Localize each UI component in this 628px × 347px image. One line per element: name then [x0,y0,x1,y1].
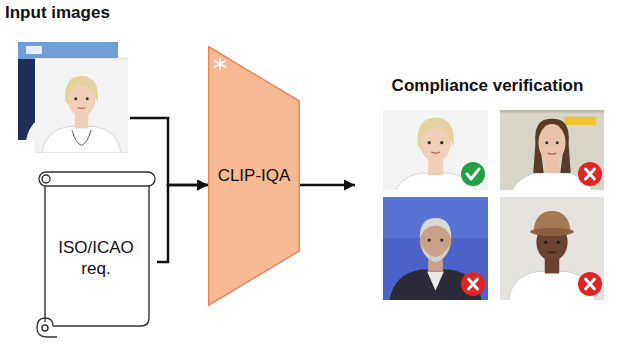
face-photo-part [42,126,122,153]
face-photo-part [34,58,129,153]
face-photo-part [564,117,595,125]
face-photo-part [500,98,604,202]
scroll-outline [45,186,149,322]
face-photo-part [421,244,450,262]
face-photo-part [383,98,488,203]
check-badge [461,162,485,186]
group-heading: Compliance verification [392,75,584,96]
face-photo [34,58,129,153]
connector-arrow [157,185,208,262]
face-photo-part [78,107,86,109]
cross-badge-part [469,279,478,289]
face-photo-part [556,141,559,144]
group-heading: Input images [5,2,110,23]
face-photo-part [26,46,42,54]
scroll-outline [37,172,155,337]
face-photo-part [544,241,547,244]
face-photo-part [74,97,77,100]
face-photo [383,98,488,203]
cross-badge [578,162,602,186]
output-group: Compliance verification [355,75,620,305]
cross-badge-part [578,272,602,296]
face-photo-part [500,197,604,301]
face-photo-part [500,98,604,113]
trapezoid-outline [209,47,300,306]
face-photo-part [538,124,565,161]
model-block: CLIP-IQA [208,46,300,306]
cross-badge [461,272,485,296]
check-badge-part [467,169,479,179]
cross-badge [578,272,602,296]
face-photo-part [440,239,443,242]
cross-badge-part [586,169,595,179]
node-label: ISO/ICAO req. [48,237,144,280]
face-photo-part [18,41,118,59]
face-photo-part [65,76,98,105]
scroll-outline [37,318,57,337]
frozen-icon-part [215,61,225,67]
face-photo-part [428,141,431,144]
face-photo-part [530,228,574,236]
face-photo [383,196,488,301]
scroll-outline [53,318,149,326]
face-photo-part [420,218,452,238]
face-photo-part [548,252,556,253]
face-photo-part [417,117,453,150]
face-photo-part [86,97,89,100]
face-photo [500,197,604,301]
requirements-scroll: ISO/ICAO req. [35,168,157,340]
connector-arrow [300,184,355,187]
face-photo-part [548,153,556,154]
check-badge-part [461,162,485,186]
scroll-outline [42,175,50,183]
face-photo-part [545,141,548,144]
face-photo-part [533,119,570,173]
scroll-outline [39,172,155,186]
scroll-outline [42,325,48,331]
face-photo-part [440,141,443,144]
cross-badge-part [578,162,602,186]
face-photo-part [428,239,431,242]
cross-badge-part [461,272,485,296]
frozen-icon [215,58,225,70]
face-photo-part [431,152,439,153]
face-photo-part [72,130,91,145]
node-label: CLIP-IQA [218,165,291,186]
image-group: Input images [5,2,130,156]
face-photo-part [557,241,560,244]
cross-badge-part [586,279,595,289]
face-photo-part [427,272,444,291]
face-photo-part [383,196,488,301]
face-photo [500,98,604,202]
frozen-icon-part [215,61,225,67]
